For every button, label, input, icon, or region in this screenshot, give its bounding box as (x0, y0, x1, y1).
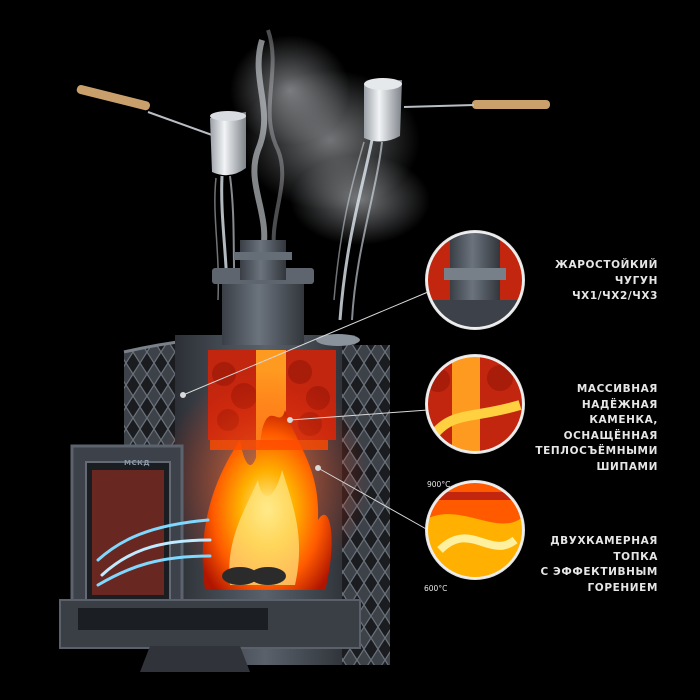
callout-line: Массивная (576, 383, 658, 395)
temperature-upper: 900°C (427, 480, 451, 489)
callout-line: каменка, (589, 414, 658, 426)
ladle-right (364, 78, 550, 142)
callout-line: Двухкамерная (550, 535, 658, 547)
temperature-lower: 600°C (424, 584, 448, 593)
callout-line: Жаростойкий (555, 259, 658, 271)
steam-cloud (230, 29, 430, 261)
callout-line: чугун (614, 274, 658, 287)
callout-label-firebox: Двухкамерная топка с эффективным горение… (508, 534, 658, 596)
callout-line: теплосъёмными (535, 445, 658, 457)
callout-line: шипами (596, 460, 658, 473)
callout-label-heater: Массивная надёжная каменка, оснащённая т… (508, 382, 658, 475)
callout-line: с эффективным (540, 566, 658, 578)
ladle-left (76, 85, 246, 176)
callout-line: надёжная (581, 398, 658, 411)
callout-circle-heater (425, 354, 525, 454)
stove-door (59, 444, 361, 672)
callout-line: топка (613, 550, 658, 563)
callout-circle-cast-iron (425, 230, 525, 330)
callout-label-cast-iron: Жаростойкий чугун ЧХ1/ЧХ2/ЧХ3 (508, 258, 658, 305)
callout-line: горением (587, 581, 658, 594)
callout-line: оснащённая (563, 429, 658, 442)
callout-circle-firebox (425, 480, 525, 580)
callout-pointers (180, 291, 429, 531)
callout-line: ЧХ1/ЧХ2/ЧХ3 (572, 290, 658, 302)
door-brand-label: МСКД (124, 459, 151, 467)
firebox-flames (160, 370, 370, 590)
